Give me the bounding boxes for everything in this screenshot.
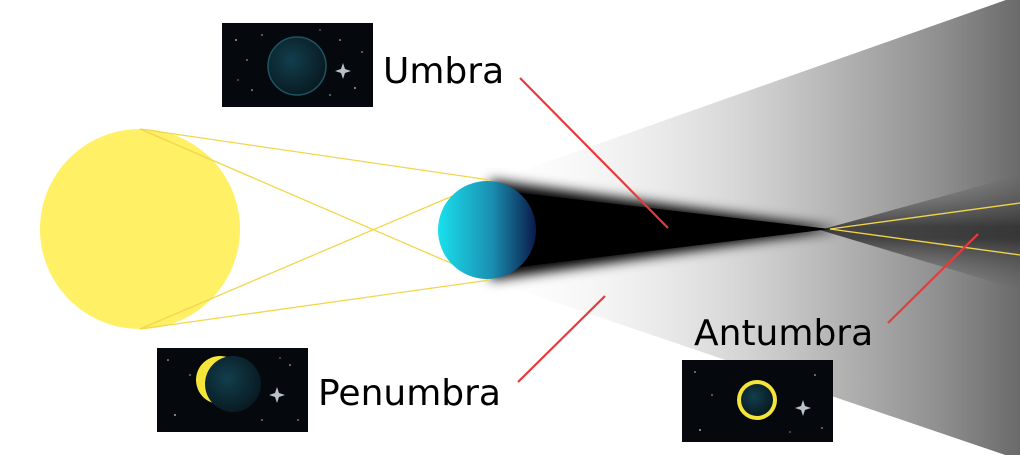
total-eclipse-icon bbox=[267, 36, 327, 96]
annular-eclipse-moon-icon bbox=[741, 384, 773, 416]
umbra-label: Umbra bbox=[383, 51, 504, 92]
sun bbox=[40, 129, 240, 329]
pointer-lines bbox=[517, 77, 979, 383]
antumbra-inset bbox=[682, 360, 833, 442]
antumbra-pointer bbox=[887, 233, 979, 324]
antumbra-region bbox=[820, 175, 1020, 290]
star-field bbox=[235, 29, 363, 96]
star-glint bbox=[335, 63, 351, 79]
star-field bbox=[167, 357, 299, 421]
partial-eclipse-moon-icon bbox=[205, 356, 261, 412]
star-field bbox=[694, 371, 823, 433]
umbra-core bbox=[495, 190, 830, 270]
umbra-pointer bbox=[519, 77, 669, 229]
penumbra-label: Penumbra bbox=[318, 373, 501, 414]
penumbra-pointer bbox=[517, 295, 606, 383]
star-glint bbox=[269, 387, 285, 403]
umbra-inset bbox=[222, 23, 373, 107]
moon bbox=[438, 181, 536, 279]
star-glint bbox=[795, 400, 811, 416]
sun-rays bbox=[139, 128, 1020, 330]
penumbra-inset bbox=[157, 348, 308, 432]
antumbra-label: Antumbra bbox=[694, 313, 873, 354]
